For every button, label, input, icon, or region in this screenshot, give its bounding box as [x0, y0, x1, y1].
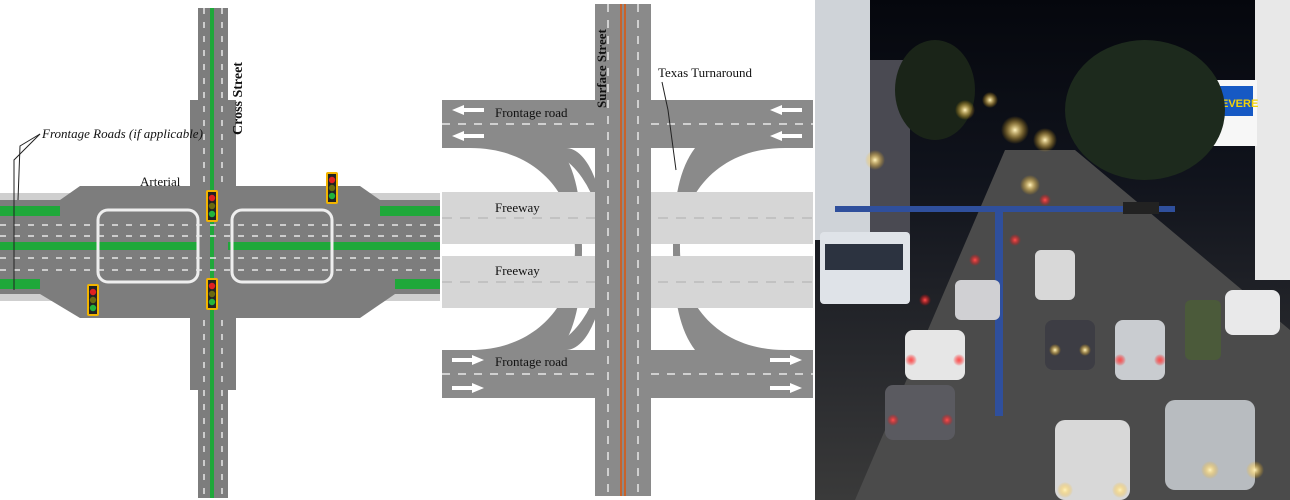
turnaround-right [673, 148, 785, 350]
frontage-road-bottom-label: Frontage road [495, 354, 568, 369]
signal-gantry-arm [835, 206, 1175, 212]
freeway-bottom-label: Freeway [495, 263, 540, 278]
frontage-leader-line [17, 133, 41, 201]
lane-group-left [96, 208, 200, 284]
traffic-light-icon [1123, 202, 1159, 214]
surface-street-roadway [595, 4, 651, 496]
night-traffic-photo: EVERE [815, 0, 1290, 500]
traffic-light-icon [206, 190, 218, 222]
street-lights [865, 92, 1057, 195]
surface-street-label: Surface Street [594, 29, 609, 108]
road-lane-markings [442, 4, 813, 496]
frontage-median-right-bottom [395, 279, 440, 289]
frontage-road-top-label: Frontage road [495, 105, 568, 120]
building-left [815, 0, 870, 240]
store-sign-text: EVERE [1221, 98, 1258, 110]
building-right [1255, 0, 1290, 280]
vehicles [885, 250, 1280, 500]
tree-canopy [1065, 40, 1225, 180]
cross-street-median [210, 8, 214, 498]
frontage-median-left-top [0, 206, 60, 216]
night-traffic-svg: EVERE [815, 0, 1290, 500]
arterial-lane-markings [0, 8, 440, 498]
frontage-median-right-top [380, 206, 440, 216]
lane-group-right [230, 208, 334, 284]
arterial-intersection-diagram: Frontage Roads (if applicable) Arterial … [0, 0, 440, 500]
turnaround-leader-line [661, 81, 677, 171]
direction-arrows [452, 105, 802, 393]
turnaround-left [470, 148, 582, 350]
frontage-median-left-bottom [0, 279, 40, 289]
tree-canopy-left [895, 40, 975, 140]
texas-turnaround-label: Texas Turnaround [658, 65, 753, 80]
vehicle-lights [887, 194, 1264, 498]
texas-turnaround-svg: Frontage road Frontage road Freeway Free… [442, 4, 813, 496]
texas-turnaround-diagram: Frontage road Frontage road Freeway Free… [440, 0, 815, 500]
arterial-intersection-svg: Frontage Roads (if applicable) Arterial … [0, 8, 440, 498]
frontage-leader-line-2 [13, 133, 41, 290]
arterial-label: Arterial [140, 174, 181, 189]
bus-window [825, 244, 903, 270]
cross-street-label: Cross Street [231, 62, 246, 135]
traffic-light-icon [206, 278, 218, 310]
traffic-light-icon [87, 284, 99, 316]
frontage-roads-label: Frontage Roads (if applicable) [41, 126, 203, 141]
traffic-light-icon [326, 172, 338, 204]
freeway-top-label: Freeway [495, 200, 540, 215]
